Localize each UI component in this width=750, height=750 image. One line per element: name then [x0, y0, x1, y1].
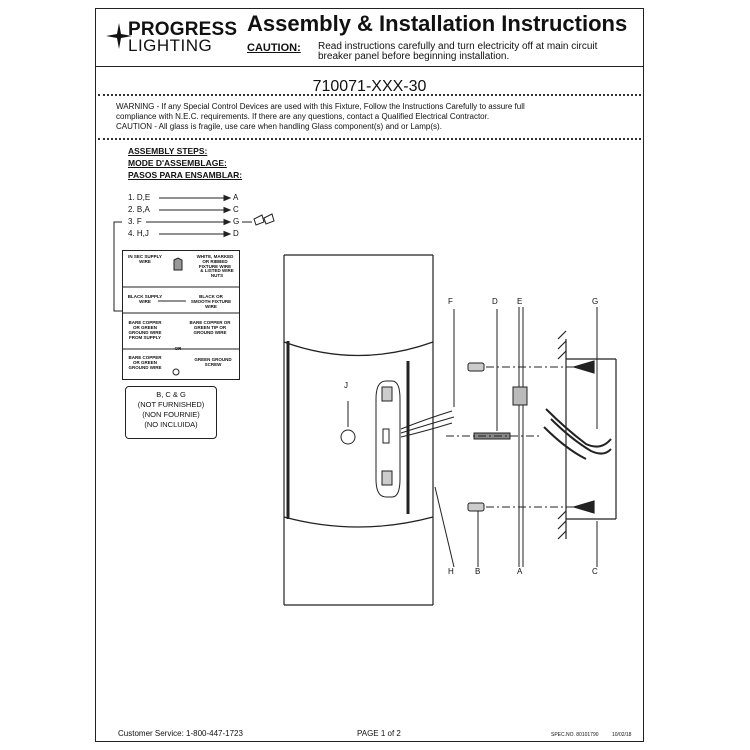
wire-label-ground-copper: BARE COPPER OR GREEN GROUND WIRE — [128, 355, 162, 370]
progress-star-logo-icon — [106, 23, 132, 49]
label-c: C — [592, 567, 598, 576]
divider-top — [98, 94, 641, 96]
wire-nuts-icon — [242, 213, 275, 226]
step-3-start: 3. F — [128, 217, 142, 226]
step-2-end: C — [233, 205, 239, 214]
model-number: 710071-XXX-30 — [312, 78, 427, 95]
revision-date: 10/02/18 — [612, 732, 632, 738]
logo-line2: LIGHTING — [128, 36, 213, 55]
step-4-start: 4. H,J — [128, 229, 149, 238]
wire-label-neutral-supply: IN SEC SUPPLY WIRE — [128, 254, 162, 264]
part-j-knob — [340, 429, 356, 445]
step-2-start: 2. B,A — [128, 205, 150, 214]
warning-line1: WARNING - If any Special Control Devices… — [116, 102, 525, 111]
label-d: D — [492, 297, 498, 306]
caution-label: CAUTION: — [247, 42, 301, 54]
step-1-end: A — [233, 193, 239, 202]
label-e: E — [517, 297, 523, 306]
wire-label-white-fixture: WHITE, MARKED OR RIBBED FIXTURE WIRE — [196, 254, 234, 269]
label-a: A — [517, 567, 523, 576]
logo-line1: PROGRESS — [128, 19, 238, 40]
not-furnished-parts: B, C & G — [156, 390, 186, 399]
wire-label-ground-supply: BARE COPPER OR GREEN GROUND WIRE FROM SU… — [128, 320, 162, 340]
step-4-end: D — [233, 229, 239, 238]
wiring-box-dividers — [122, 257, 240, 376]
spec-number: SPEC.NO. 80101790 — [551, 732, 599, 738]
not-furnished-fr: (NON FOURNIE) — [142, 410, 200, 419]
not-furnished-en: (NOT FURNISHED) — [137, 400, 205, 409]
page-title: Assembly & Installation Instructions — [247, 11, 628, 36]
leader-h — [434, 486, 455, 568]
warning-line2: compliance with N.E.C. requirements. If … — [116, 112, 490, 121]
caution-text: Read instructions carefully and turn ele… — [318, 41, 598, 62]
wire-label-black-fixture: BLACK OR SMOOTH FIXTURE WIRE — [190, 294, 232, 309]
step-arrows — [113, 194, 232, 312]
fixture-shade-icon — [283, 254, 434, 606]
label-j: J — [344, 381, 348, 390]
warning-block: WARNING - If any Special Control Devices… — [116, 102, 631, 132]
crossbar-icon — [512, 307, 528, 567]
not-furnished-es: (NO INCLUIDA) — [144, 420, 198, 429]
label-f: F — [448, 297, 453, 306]
step-1-start: 1. D,E — [128, 193, 151, 202]
instruction-sheet: PROGRESS LIGHTING Assembly & Installatio… — [95, 8, 644, 742]
outlet-box-icon — [557, 330, 617, 540]
wire-label-ground-fixture: BARE COPPER OR GREEN TIP OR GROUND WIRE — [189, 320, 231, 335]
mounting-screws-icon — [467, 362, 485, 567]
wire-label-black-supply: BLACK SUPPLY WIRE — [127, 294, 163, 304]
page-number: PAGE 1 of 2 — [357, 729, 401, 738]
mounting-plate-icon — [375, 380, 401, 498]
wiring-diagram-box: IN SEC SUPPLY WIRE WHITE, MARKED OR RIBB… — [122, 250, 240, 380]
assembly-heading-fr: MODE D'ASSEMBLAGE: — [128, 158, 227, 168]
exploded-diagram — [113, 194, 617, 606]
label-h: H — [448, 567, 454, 576]
assembly-heading-en: ASSEMBLY STEPS: — [128, 146, 208, 156]
threaded-rod-icon — [473, 309, 511, 440]
label-g: G — [592, 297, 599, 306]
assembly-heading-es: PASOS PARA ENSAMBLAR: — [128, 170, 243, 180]
not-furnished-box: B, C & G (NOT FURNISHED) (NON FOURNIE) (… — [125, 386, 217, 439]
step-3-end: G — [233, 217, 240, 226]
supply-wires-icon — [543, 408, 612, 460]
wire-label-wire-nuts: & LISTED WIRE NUTS — [200, 268, 234, 278]
header-rule — [96, 66, 643, 67]
customer-service: Customer Service: 1-800-447-1723 — [118, 729, 243, 738]
center-lines — [446, 366, 593, 508]
wire-label-ground-screw: GREEN GROUND SCREW — [194, 357, 232, 367]
warning-line3: CAUTION - All glass is fragile, use care… — [116, 122, 442, 131]
divider-bottom — [98, 138, 641, 140]
label-b: B — [475, 567, 481, 576]
fixture-wires-icon — [400, 410, 455, 438]
